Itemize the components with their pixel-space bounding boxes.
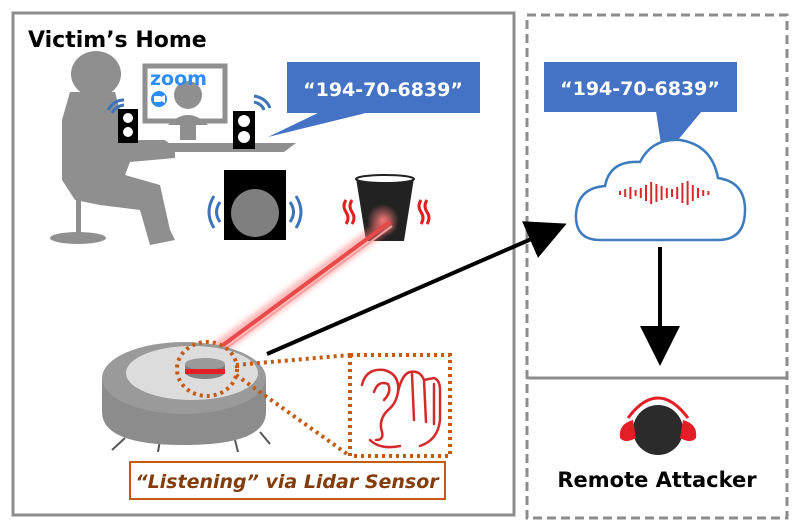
robot-vacuum-icon — [102, 342, 271, 453]
zoom-logo: zoom — [150, 68, 207, 90]
attacker-headphones-icon — [619, 396, 697, 455]
sound-wave-icon — [207, 195, 303, 229]
attacker-label: Remote Attacker — [557, 468, 757, 492]
arrow-icon-robot-to-cloud — [266, 221, 567, 356]
cloud-icon — [574, 138, 747, 242]
caption-text: “Listening” via Lidar Sensor — [135, 471, 440, 493]
cloud-attacker-panel — [525, 13, 789, 520]
zoom-line-bottom — [234, 373, 352, 458]
speaker-icon-right — [233, 94, 272, 149]
speech-bubble-victim — [268, 62, 480, 137]
speech-bubble-cloud-text: “194-70-6839” — [560, 78, 720, 100]
desk — [120, 143, 296, 152]
ear-icon-box — [348, 353, 452, 458]
speech-bubble-victim-text: “194-70-6839” — [303, 79, 463, 101]
person-silhouette — [50, 51, 175, 245]
victim-home-panel — [11, 11, 516, 517]
caption-box — [129, 461, 446, 500]
victim-home-title: Victim’s Home — [28, 28, 207, 53]
subwoofer-icon — [224, 170, 286, 240]
ear-hand-icon — [360, 368, 442, 449]
speaker-icon-left — [106, 98, 138, 143]
audio-waveform-icon — [619, 181, 710, 205]
speech-bubble-cloud — [544, 62, 737, 158]
zoom-line-top — [235, 353, 351, 367]
laser-beam — [195, 216, 395, 368]
lidar-highlight-circle — [175, 340, 239, 398]
heat-wave-icon — [342, 199, 431, 225]
lidar-sensor — [185, 369, 225, 374]
zoom-camera-icon — [151, 91, 167, 107]
